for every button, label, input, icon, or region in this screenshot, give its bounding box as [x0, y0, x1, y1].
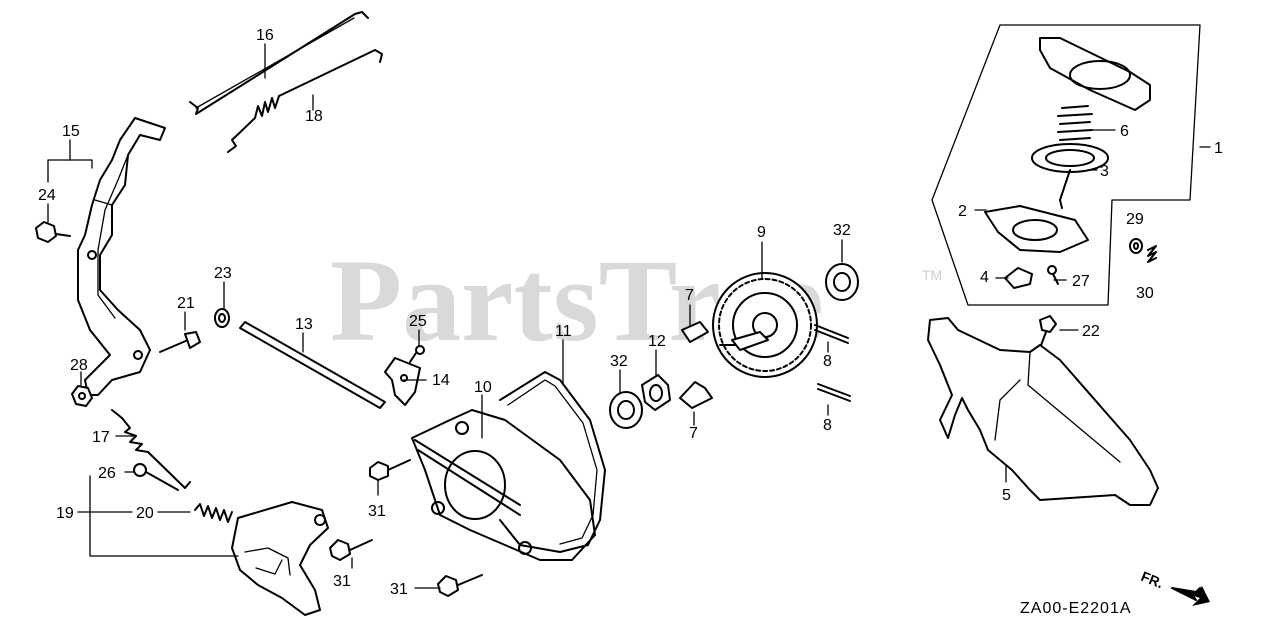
part-3-diaphragm — [1031, 143, 1109, 209]
part-25-screw — [409, 345, 425, 363]
callout-12: 12 — [648, 333, 666, 350]
callout-19: 19 — [56, 505, 74, 522]
part-30-spring — [1147, 245, 1157, 263]
part-23-washer — [214, 308, 230, 328]
part-17-spring — [111, 409, 191, 489]
part-9-governor-gear — [712, 272, 818, 378]
callout-31-b: 31 — [333, 573, 351, 590]
callout-14: 14 — [432, 372, 450, 389]
part-22-bolt — [1039, 315, 1057, 349]
callout-31-c: 31 — [390, 581, 408, 598]
front-direction-indicator — [1170, 586, 1210, 606]
part-24-bolt — [35, 221, 71, 243]
part-31-bolt-c — [437, 574, 483, 597]
part-7-weight-upper — [681, 321, 709, 343]
part-31-bolt-a — [369, 459, 411, 481]
callout-25: 25 — [409, 313, 427, 330]
callout-1: 1 — [1214, 140, 1223, 157]
callout-20: 20 — [136, 505, 154, 522]
part-21-bolt — [159, 331, 201, 353]
part-8-pin-upper — [814, 324, 849, 344]
part-26-screw — [133, 463, 179, 491]
callout-18: 18 — [305, 108, 323, 125]
watermark-trademark: TM — [922, 267, 942, 283]
callout-2: 2 — [958, 203, 967, 220]
assembly-1-boundary — [931, 24, 1201, 306]
callout-27: 27 — [1072, 273, 1090, 290]
callout-29: 29 — [1126, 211, 1144, 228]
part-29-washer — [1129, 238, 1143, 254]
callout-15: 15 — [62, 123, 80, 140]
part-1-cover-housing — [1039, 37, 1151, 111]
part-13-shaft — [239, 321, 386, 409]
part-14-plate — [384, 357, 421, 406]
callout-17: 17 — [92, 429, 110, 446]
part-19-lever-assembly — [231, 501, 329, 616]
callout-6: 6 — [1120, 123, 1129, 140]
diagram-code: ZA00-E2201A — [1020, 600, 1132, 617]
callout-9: 9 — [757, 224, 766, 241]
part-8-pin-lower — [817, 383, 851, 402]
part-18-spring-rod — [227, 49, 383, 153]
callout-5: 5 — [1002, 487, 1011, 504]
direction-label: FR. — [1139, 568, 1166, 591]
part-32-bearing-lower — [609, 391, 643, 429]
part-10-gear-case — [411, 409, 596, 561]
callout-30: 30 — [1136, 285, 1154, 302]
callout-11: 11 — [555, 323, 572, 340]
callout-31-a: 31 — [368, 503, 386, 520]
leader-lines — [47, 43, 1211, 589]
part-28-nut — [71, 385, 93, 407]
callout-26: 26 — [98, 465, 116, 482]
part-5-bracket — [927, 317, 1159, 506]
callout-32-lower: 32 — [610, 353, 628, 370]
callout-3: 3 — [1100, 163, 1109, 180]
callout-4: 4 — [980, 269, 989, 286]
part-31-bolt-b — [329, 539, 373, 561]
callout-13: 13 — [295, 316, 313, 333]
callout-22: 22 — [1082, 323, 1100, 340]
callout-28: 28 — [70, 357, 88, 374]
callout-7-upper: 7 — [685, 287, 694, 304]
part-4-valve — [1004, 267, 1033, 289]
part-20-spring — [194, 503, 233, 523]
part-15-governor-arm — [77, 117, 166, 396]
part-27-screw — [1047, 265, 1059, 285]
part-6-spring — [1057, 105, 1093, 141]
part-11-gasket — [499, 371, 606, 553]
callout-8-upper: 8 — [823, 353, 832, 370]
callout-21: 21 — [177, 295, 195, 312]
part-32-bearing-upper — [825, 263, 859, 301]
callout-8-lower: 8 — [823, 417, 832, 434]
callout-16: 16 — [256, 27, 274, 44]
part-12-collar — [641, 374, 671, 411]
callout-23: 23 — [214, 265, 232, 282]
part-7-weight-lower — [679, 381, 713, 409]
part-2-base — [984, 205, 1089, 253]
callout-32-upper: 32 — [833, 222, 851, 239]
callout-10: 10 — [474, 379, 492, 396]
callout-24: 24 — [38, 187, 56, 204]
callout-7-lower: 7 — [689, 425, 698, 442]
part-16-rod — [189, 11, 369, 115]
